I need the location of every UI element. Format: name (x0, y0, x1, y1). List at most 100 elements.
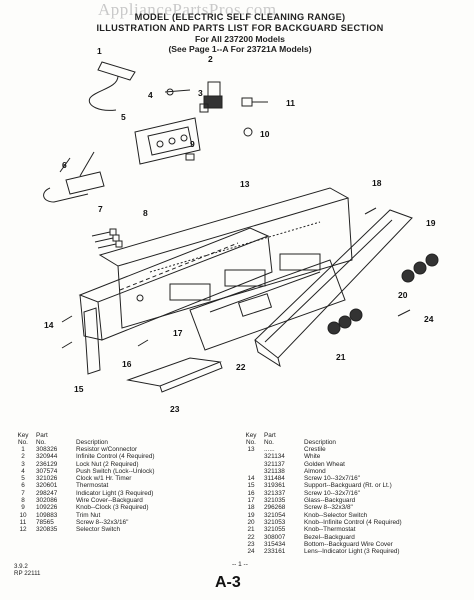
key-number: 6 (21, 482, 25, 490)
part-number: 320944 (36, 453, 58, 461)
parts-list-header: Key No. Part No. Description (10, 430, 220, 446)
crestile-panel-drawing (98, 187, 353, 329)
key-number: 15 (247, 482, 255, 490)
part-number: 109883 (36, 511, 58, 519)
part-number: 321053 (264, 518, 286, 526)
part-number: 320601 (36, 482, 58, 490)
col-part-label: Part No. (36, 432, 48, 446)
callout-18: 18 (372, 178, 382, 188)
document-code-line-1: 3.9.2 (14, 563, 28, 570)
page-header: MODEL (ELECTRIC SELF CLEANING RANGE) ILL… (60, 12, 420, 54)
col-key-no: Key No. (238, 432, 264, 446)
parts-row: 9 109226 Knob--Clock (3 Required) (10, 504, 220, 511)
key-number: 24 (247, 548, 255, 556)
key-number: 19 (247, 511, 255, 519)
callout-2: 2 (208, 54, 213, 64)
support-drawing (83, 307, 101, 375)
col-part-no: Part No. (264, 432, 304, 446)
part-number: 308007 (264, 533, 286, 541)
part-description: Lens--Indicator Light (3 Required) (304, 548, 400, 556)
key-number: 8 (21, 497, 25, 505)
part-description: Wire Cover--Backguard (76, 497, 143, 505)
callout-5: 5 (121, 112, 126, 122)
part-description: Crestile (304, 446, 326, 453)
callout-24: 24 (424, 314, 434, 324)
document-code-line-2: RP 22111 (14, 570, 41, 577)
part-number: 321055 (264, 526, 286, 534)
part-number: 307574 (36, 467, 58, 475)
key-number: 7 (21, 489, 25, 497)
key-number: 4 (21, 467, 25, 475)
part-description: Knob--Clock (3 Required) (76, 504, 149, 512)
callout-4: 4 (148, 90, 153, 100)
key-number: 17 (247, 497, 255, 505)
key-number: 2 (21, 453, 25, 461)
col-key-no: Key No. (10, 432, 36, 446)
indicator-lights-drawing (91, 228, 123, 249)
callout-20: 20 (398, 290, 408, 300)
part-description: Support--Backguard (Rt. or Lt.) (304, 482, 392, 490)
key-number: 16 (247, 489, 255, 497)
bottom-wire-cover-drawing (126, 357, 223, 393)
callout-21: 21 (336, 352, 346, 362)
part-description: Bottom--Backguard Wire Cover (304, 540, 393, 548)
exploded-parts-diagram: 1 2 3 4 5 6 7 8 9 10 11 13 14 15 16 17 1… (43, 46, 439, 414)
key-number: 13 (247, 446, 255, 453)
part-number: 109226 (36, 504, 58, 512)
key-number: 11 (19, 518, 27, 526)
col-key-label: Key No. (17, 432, 29, 446)
part-description: Lock Nut (2 Required) (76, 460, 139, 468)
part-number: 311484 (264, 475, 285, 483)
part-description: Screw 10--32x7/16" (304, 475, 360, 483)
clock-timer-drawing (134, 117, 201, 165)
part-description: Screw 10--32x7/16" (304, 489, 360, 497)
part-number: 308326 (36, 446, 58, 453)
part-description: Golden Wheat (304, 460, 345, 468)
document-code: 3.9.2 RP 22111 (14, 563, 41, 577)
key-number: 23 (247, 540, 255, 548)
part-description: Almond (304, 467, 326, 475)
bezel-drawing (254, 209, 413, 368)
col-part-no: Part No. (36, 432, 76, 446)
part-description: Knob--Selector Switch (304, 511, 368, 519)
key-number: 9 (21, 504, 25, 512)
part-description: Screw 8--32x3/8" (304, 504, 353, 512)
wire-cover-drawing (78, 227, 273, 341)
callout-3: 3 (198, 88, 203, 98)
knobs-drawing (327, 253, 439, 335)
part-description: Screw 8--32x3/16" (76, 518, 129, 526)
part-number: 321134 (264, 453, 285, 461)
key-number: 21 (247, 526, 255, 534)
col-description: Description (304, 439, 336, 446)
key-number (238, 453, 264, 460)
part-number: 298247 (36, 489, 58, 497)
watermark: AppliancePartsPros.com (98, 0, 277, 19)
part-description: Clock w/1 Hr. Timer (76, 475, 132, 483)
key-number: 20 (247, 518, 255, 526)
part-description: Trim Nut (76, 511, 101, 519)
callout-23: 23 (170, 404, 180, 414)
callout-17: 17 (173, 328, 183, 338)
page-number: -- 1 -- (232, 561, 248, 568)
parts-list-header: Key No. Part No. Description (238, 430, 470, 446)
part-number: 321137 (264, 460, 285, 468)
col-key-label: Key No. (245, 432, 257, 446)
col-description: Description (76, 439, 108, 446)
resistor-drawing (88, 61, 136, 111)
part-number: 321035 (264, 497, 286, 505)
